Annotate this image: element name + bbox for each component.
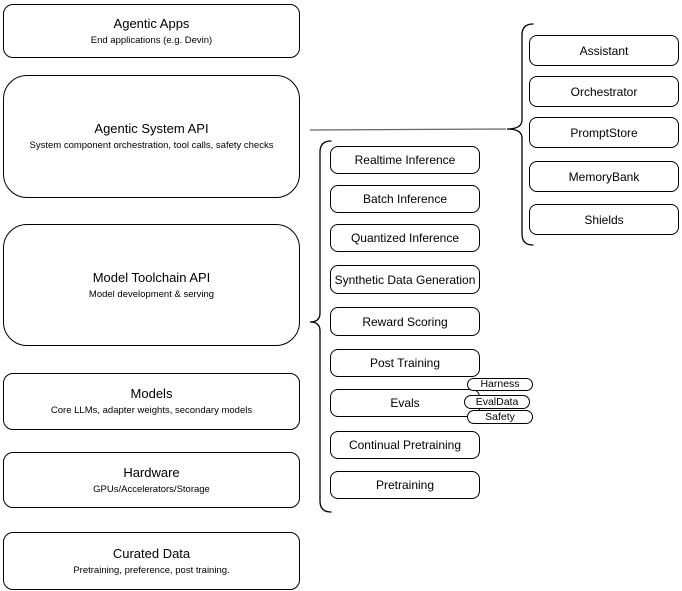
tag-safety: Safety xyxy=(467,410,533,424)
node-title: Hardware xyxy=(123,464,180,480)
node-post-training: Post Training xyxy=(330,349,480,377)
tag-label: Harness xyxy=(480,378,520,391)
tag-evaldata: EvalData xyxy=(464,395,530,409)
node-label: Assistant xyxy=(579,43,629,58)
node-label: Orchestrator xyxy=(570,84,638,99)
node-continual-pretraining: Continual Pretraining xyxy=(330,431,480,459)
node-subtitle: Model development & serving xyxy=(88,288,215,300)
node-label: Quantized Inference xyxy=(350,231,460,245)
node-label: Batch Inference xyxy=(362,192,448,206)
node-label: Shields xyxy=(584,212,624,227)
node-assistant: Assistant xyxy=(529,35,679,66)
node-evals: Evals xyxy=(330,389,480,417)
node-quantized-inference: Quantized Inference xyxy=(330,224,480,252)
node-label: Continual Pretraining xyxy=(348,438,462,452)
node-title: Agentic System API xyxy=(94,121,209,136)
node-subtitle: GPUs/Accelerators/Storage xyxy=(93,483,210,495)
tag-label: EvalData xyxy=(475,395,519,408)
node-title: Models xyxy=(130,386,173,401)
node-label: Realtime Inference xyxy=(354,153,456,167)
node-synthetic-data-generation: Synthetic Data Generation xyxy=(330,265,480,294)
node-promptstore: PromptStore xyxy=(529,117,679,148)
node-subtitle: Core LLMs, adapter weights, secondary mo… xyxy=(50,405,253,416)
node-orchestrator: Orchestrator xyxy=(529,76,679,107)
node-shields: Shields xyxy=(529,204,679,235)
node-label: Synthetic Data Generation xyxy=(334,272,476,287)
node-label: PromptStore xyxy=(570,125,638,140)
node-memorybank: MemoryBank xyxy=(529,161,679,192)
node-curated-data: Curated Data Pretraining, preference, po… xyxy=(3,532,300,590)
node-label: Evals xyxy=(390,396,420,410)
node-title: Curated Data xyxy=(112,545,191,561)
node-pretraining: Pretraining xyxy=(330,471,480,499)
tag-label: Safety xyxy=(485,410,515,423)
node-agentic-system-api: Agentic System API System component orch… xyxy=(3,75,300,198)
node-model-toolchain-api: Model Toolchain API Model development & … xyxy=(3,224,300,346)
node-label: Reward Scoring xyxy=(362,314,448,329)
node-subtitle: System component orchestration, tool cal… xyxy=(29,140,274,151)
node-agentic-apps: Agentic Apps End applications (e.g. Devi… xyxy=(3,4,300,58)
node-reward-scoring: Reward Scoring xyxy=(330,307,480,336)
node-subtitle: End applications (e.g. Devin) xyxy=(90,34,213,46)
node-title: Agentic Apps xyxy=(113,15,190,31)
node-title: Model Toolchain API xyxy=(92,269,211,285)
node-realtime-inference: Realtime Inference xyxy=(330,146,480,174)
node-label: MemoryBank xyxy=(568,169,640,184)
tag-harness: Harness xyxy=(467,378,533,391)
node-label: Pretraining xyxy=(375,478,435,492)
node-label: Post Training xyxy=(369,356,441,370)
node-hardware: Hardware GPUs/Accelerators/Storage xyxy=(3,452,300,508)
node-models: Models Core LLMs, adapter weights, secon… xyxy=(3,373,300,430)
node-subtitle: Pretraining, preference, post training. xyxy=(73,564,230,576)
toolchain-brace xyxy=(309,140,332,513)
api-to-components-connector xyxy=(309,128,507,131)
node-batch-inference: Batch Inference xyxy=(330,185,480,213)
